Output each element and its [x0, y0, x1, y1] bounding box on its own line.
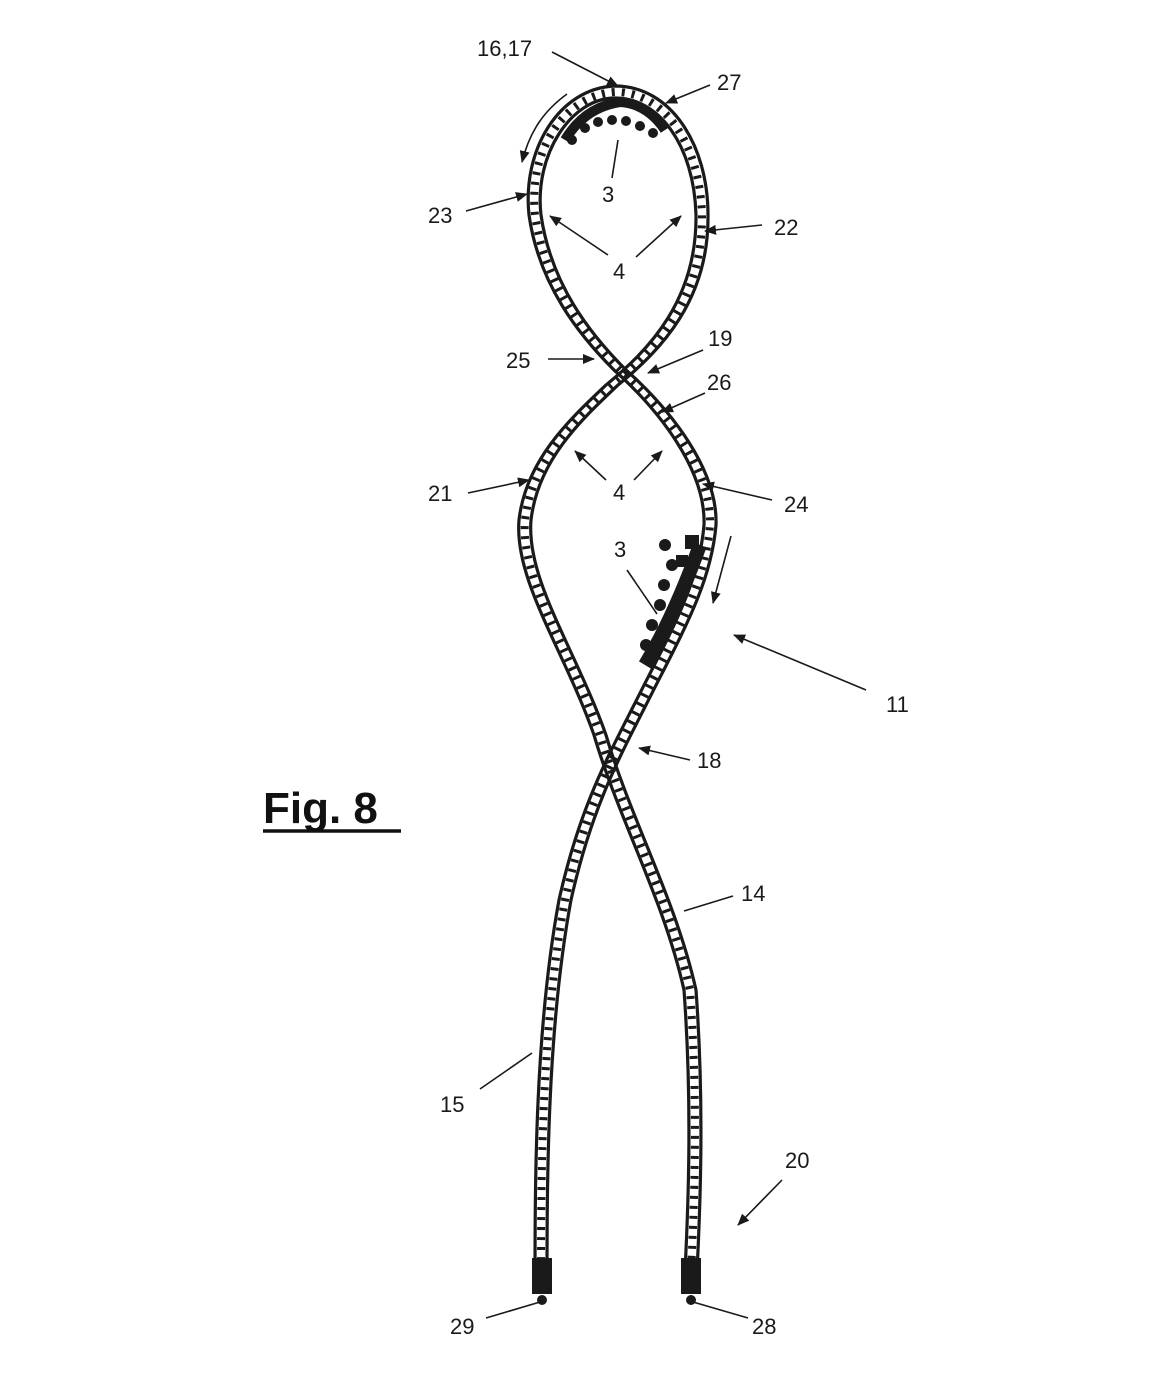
ref-label-29: 29: [450, 1314, 474, 1339]
ref-label-24: 24: [784, 492, 808, 517]
vehicle-mid: [638, 535, 707, 669]
ref-label-21: 21: [428, 481, 452, 506]
leader-lines: [465, 51, 867, 1319]
ref-label-15: 15: [440, 1092, 464, 1117]
ref-label-3-top: 3: [602, 182, 614, 207]
figure-title: Fig. 8: [263, 784, 378, 833]
ref-label-4-upper: 4: [613, 259, 625, 284]
ref-label-19: 19: [708, 326, 732, 351]
vehicle-top: [560, 96, 670, 145]
ref-label-22: 22: [774, 215, 798, 240]
track-end-block-right: [681, 1258, 701, 1294]
ref-label-3-mid: 3: [614, 537, 626, 562]
ref-label-25: 25: [506, 348, 530, 373]
ref-label-28: 28: [752, 1314, 776, 1339]
track-end-block-left: [532, 1258, 552, 1294]
ref-label-11: 11: [886, 692, 909, 717]
travel-direction-arrow-mid: [711, 535, 732, 604]
ref-label-4-lower: 4: [613, 480, 625, 505]
ref-label-18: 18: [697, 748, 721, 773]
ref-label-16-17: 16,17: [477, 36, 532, 61]
ref-label-23: 23: [428, 203, 452, 228]
ref-label-20: 20: [785, 1148, 809, 1173]
track-strand-a: [520, 87, 715, 1291]
travel-direction-arrow-top: [519, 93, 568, 163]
ref-label-27: 27: [717, 70, 741, 95]
ref-label-26: 26: [707, 370, 731, 395]
ref-label-14: 14: [741, 881, 765, 906]
